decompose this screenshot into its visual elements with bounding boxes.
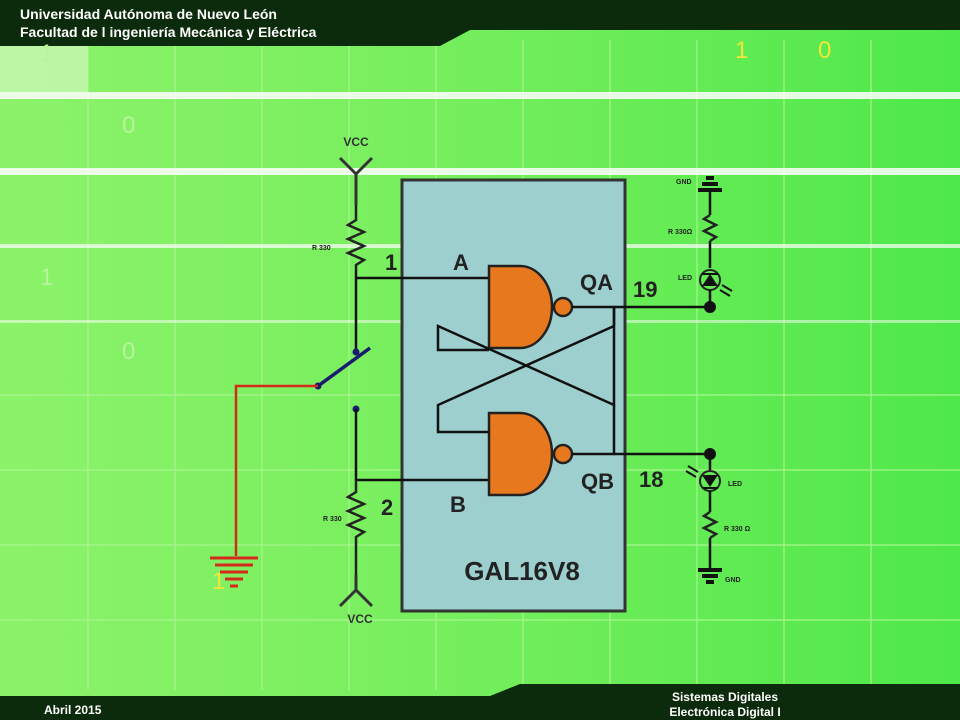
header-title: Universidad Autónoma de Nuevo León Facul… (20, 5, 316, 41)
pin19-label: 19 (633, 277, 657, 302)
gnd-top-label: GND (676, 179, 692, 186)
resistor-top (344, 205, 368, 270)
footer-band (0, 684, 960, 720)
nand-gate-b (487, 411, 554, 497)
resistor-led-top-label: R 330Ω (668, 229, 693, 236)
gnd-bottom-label: GND (725, 577, 741, 584)
resistor-led-bottom (701, 510, 719, 540)
output-qb-label: QB (581, 469, 614, 494)
vcc-bottom-label: VCC (347, 612, 373, 626)
bg-digit: 0 (122, 338, 136, 365)
gnd-bottom-symbol (698, 568, 722, 584)
vcc-top-label: VCC (343, 135, 369, 149)
chip-name-label: GAL16V8 (464, 556, 580, 586)
led-top-label: LED (678, 275, 692, 282)
bg-digit: 0 (122, 112, 136, 139)
resistor-led-top (701, 213, 719, 243)
nand-bubble-a (552, 296, 574, 318)
nand-bubble-b (552, 443, 574, 465)
switch-lever (316, 346, 372, 388)
input-b-label: B (450, 492, 466, 517)
resistor-top-label: R 330 (312, 245, 331, 252)
switch-contact-top (352, 348, 360, 356)
bg-digit: 1 (735, 37, 749, 64)
led-top-symbol (699, 269, 733, 297)
header-band (0, 0, 960, 46)
pin18-label: 18 (639, 467, 663, 492)
footer-course: Sistemas Digitales Electrónica Digital I (640, 690, 810, 720)
nand-gate-a (487, 264, 554, 350)
footer-line1: Sistemas Digitales (671, 690, 779, 704)
ground-symbol-left (210, 556, 258, 588)
input-a-label: A (453, 250, 469, 275)
footer-line2: Electrónica Digital I (669, 705, 781, 719)
ground-wire (234, 384, 318, 556)
bg-digit: 1 (40, 40, 54, 67)
led-bottom-symbol (685, 465, 721, 492)
output-qa-label: QA (580, 270, 613, 295)
footer-date: Abril 2015 (44, 703, 102, 717)
bg-digit: 1 (212, 568, 226, 595)
vcc-bottom-symbol (338, 575, 374, 608)
resistor-bottom-label: R 330 (323, 516, 342, 523)
faculty-name: Facultad de l ingeniería Mecánica y Eléc… (20, 24, 317, 40)
resistor-led-bottom-label: R 330 Ω (724, 526, 751, 533)
gnd-top-symbol (698, 176, 722, 192)
gal16v8-chip (400, 178, 627, 613)
bg-digit: 0 (818, 37, 832, 64)
pin1-label: 1 (385, 250, 397, 275)
vcc-top-symbol (338, 156, 374, 205)
resistor-bottom (344, 480, 368, 575)
led-bottom-label: LED (728, 481, 742, 488)
pin2-label: 2 (381, 495, 393, 520)
university-name: Universidad Autónoma de Nuevo León (20, 6, 277, 22)
bg-digit: 1 (40, 264, 54, 291)
